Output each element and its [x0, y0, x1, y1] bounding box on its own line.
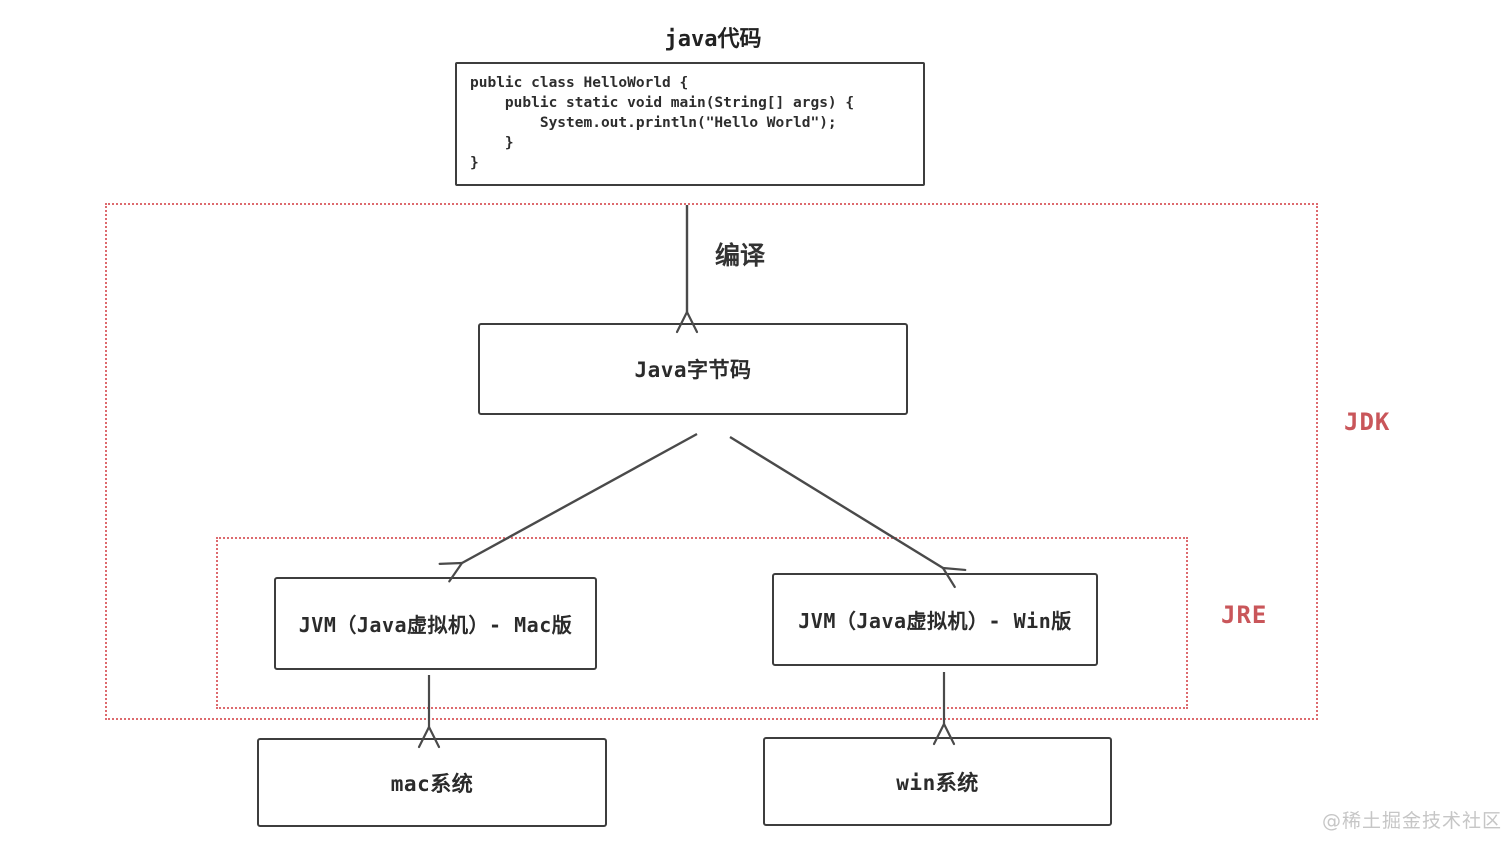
bytecode-box: Java字节码 [478, 323, 908, 415]
mac-os-box: mac系统 [257, 738, 607, 827]
jvm-mac-box: JVM（Java虚拟机）- Mac版 [274, 577, 597, 670]
code-line: } [470, 135, 514, 151]
java-code-box: public class HelloWorld { public static … [455, 62, 925, 186]
jvm-win-box: JVM（Java虚拟机）- Win版 [772, 573, 1098, 666]
mac-os-label: mac系统 [390, 771, 474, 796]
bytecode-label: Java字节码 [634, 358, 752, 382]
compile-label: 编译 [715, 241, 766, 270]
jdk-zone-label: JDK [1344, 408, 1391, 436]
code-line: System.out.println("Hello World"); [470, 115, 837, 131]
code-line: public class HelloWorld { [470, 75, 689, 91]
code-line: } [470, 155, 479, 171]
jre-zone-label: JRE [1221, 601, 1268, 629]
jdk-zone-border [105, 203, 1318, 720]
diagram-title: java代码 [664, 27, 762, 52]
win-os-box: win系统 [763, 737, 1112, 826]
jvm-mac-label: JVM（Java虚拟机）- Mac版 [298, 613, 573, 637]
watermark: @稀土掘金技术社区 [1322, 810, 1503, 832]
code-line: public static void main(String[] args) { [470, 95, 855, 111]
jre-zone-border [216, 537, 1188, 709]
win-os-label: win系统 [896, 770, 979, 795]
jvm-win-label: JVM（Java虚拟机）- Win版 [798, 609, 1072, 633]
